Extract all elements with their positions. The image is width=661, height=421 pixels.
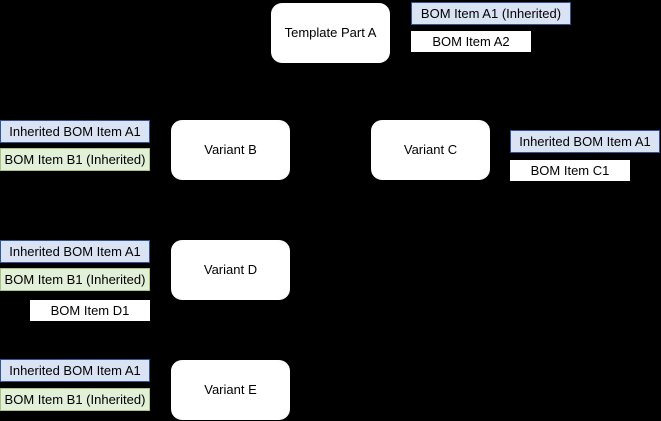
bom-item-label: Inherited BOM Item A1 bbox=[9, 123, 141, 139]
variant-c-inherited-bom-item-a1[interactable]: Inherited BOM Item A1 bbox=[510, 130, 660, 153]
bom-item-label: BOM Item A2 bbox=[432, 33, 510, 49]
bom-item-label: BOM Item B1 (Inherited) bbox=[4, 151, 146, 167]
node-variant-c[interactable]: Variant C bbox=[371, 120, 490, 180]
variant-b-inherited-bom-item-a1[interactable]: Inherited BOM Item A1 bbox=[0, 120, 150, 143]
variant-d-inherited-bom-item-a1[interactable]: Inherited BOM Item A1 bbox=[0, 240, 150, 263]
bom-item-a1-inherited[interactable]: BOM Item A1 (Inherited) bbox=[411, 2, 571, 25]
variant-d-bom-item-b1-inherited[interactable]: BOM Item B1 (Inherited) bbox=[0, 268, 150, 291]
variant-e-inherited-bom-item-a1[interactable]: Inherited BOM Item A1 bbox=[0, 359, 150, 382]
node-variant-b[interactable]: Variant B bbox=[171, 120, 290, 180]
bom-item-label: BOM Item B1 (Inherited) bbox=[4, 391, 146, 407]
bom-item-label: BOM Item C1 bbox=[530, 162, 610, 178]
node-variant-e[interactable]: Variant E bbox=[171, 360, 290, 420]
bom-item-label: Inherited BOM Item A1 bbox=[519, 133, 651, 149]
bom-item-label: BOM Item B1 (Inherited) bbox=[4, 271, 146, 287]
bom-item-label: Inherited BOM Item A1 bbox=[9, 243, 141, 259]
bom-item-label: BOM Item D1 bbox=[50, 302, 130, 318]
variant-b-bom-item-b1-inherited[interactable]: BOM Item B1 (Inherited) bbox=[0, 148, 150, 171]
bom-item-label: Inherited BOM Item A1 bbox=[9, 362, 141, 378]
node-variant-d[interactable]: Variant D bbox=[171, 240, 290, 300]
bom-item-label: BOM Item A1 (Inherited) bbox=[420, 5, 562, 21]
node-label: Variant D bbox=[203, 262, 258, 278]
node-label: Variant B bbox=[204, 142, 257, 158]
variant-d-bom-item-d1[interactable]: BOM Item D1 bbox=[30, 300, 150, 321]
node-label: Template Part A bbox=[284, 25, 377, 41]
bom-item-a2[interactable]: BOM Item A2 bbox=[411, 31, 531, 52]
variant-c-bom-item-c1[interactable]: BOM Item C1 bbox=[510, 160, 630, 181]
variant-e-bom-item-b1-inherited[interactable]: BOM Item B1 (Inherited) bbox=[0, 388, 150, 411]
node-label: Variant E bbox=[204, 382, 257, 398]
node-template-part-a[interactable]: Template Part A bbox=[271, 3, 390, 63]
node-label: Variant C bbox=[403, 142, 458, 158]
